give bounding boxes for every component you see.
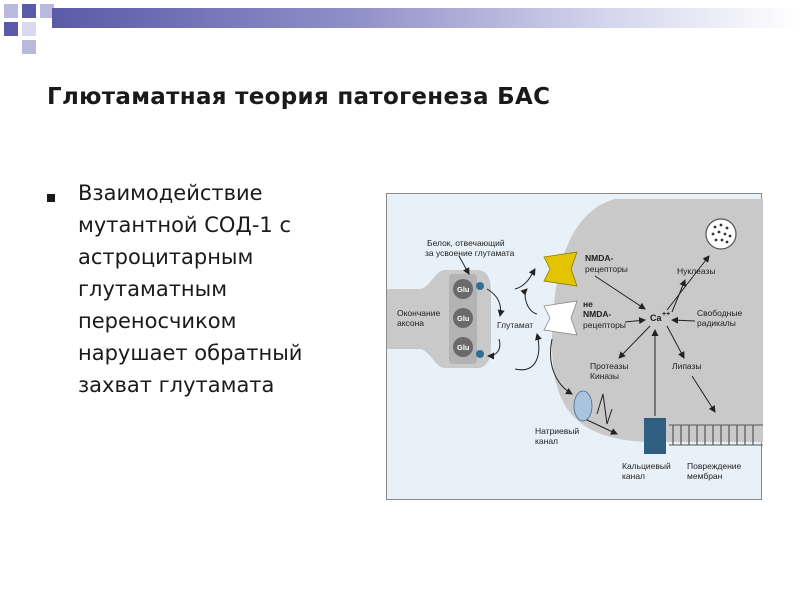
- label-nucleases: Нуклеазы: [677, 266, 716, 276]
- label-calcium-charge: ++: [662, 311, 670, 318]
- decor-square: [22, 22, 36, 36]
- glu-vesicle-label: Glu: [457, 343, 470, 352]
- label-transporter-protein-2: за усвоение глутамата: [425, 248, 515, 258]
- label-sodium-channel-1: Натриевый: [535, 426, 579, 436]
- arrow: [550, 338, 573, 395]
- label-non-nmda-1: не: [583, 299, 593, 309]
- action-potential-spike: [596, 393, 613, 425]
- arrow: [584, 418, 618, 435]
- nucleus-dots: [711, 223, 732, 244]
- arrow: [487, 338, 501, 360]
- label-non-nmda-2: NMDA-: [583, 309, 611, 319]
- arrow: [691, 375, 716, 413]
- non-nmda-receptor: [543, 300, 578, 336]
- label-lipases: Липазы: [672, 361, 702, 371]
- label-calcium-channel-1: Кальциевый: [622, 461, 671, 471]
- label-free-radicals-2: радикалы: [697, 318, 736, 328]
- postsynaptic-cell: [552, 199, 763, 442]
- nucleus: [705, 218, 737, 250]
- label-nmda-2: рецепторы: [585, 264, 628, 274]
- arrow: [486, 288, 505, 317]
- arrow: [458, 255, 470, 275]
- arrow: [666, 255, 710, 311]
- label-transporter-protein-1: Белок, отвечающий: [427, 238, 505, 248]
- arrow: [666, 325, 685, 359]
- label-free-radicals-1: Свободные: [697, 308, 742, 318]
- glutamate-diagram: Glu Glu Glu Белок, отвечающий за усвоени…: [387, 199, 763, 481]
- decor-square: [4, 4, 18, 18]
- label-sodium-channel-2: канал: [535, 436, 558, 446]
- bullet-marker: [47, 194, 55, 202]
- transporter-dot: [476, 282, 484, 290]
- nmda-receptor: [543, 251, 578, 287]
- bullet-text: Взаимодействие мутантной СОД-1 с астроци…: [78, 181, 303, 397]
- diagram-figure: Glu Glu Glu Белок, отвечающий за усвоени…: [386, 193, 763, 500]
- membrane-damage-rungs: [672, 425, 754, 445]
- label-calcium: Ca: [650, 313, 662, 323]
- glu-vesicle: [453, 279, 473, 299]
- label-proteases: Протеазы: [590, 361, 629, 371]
- label-axon-terminal-2: аксона: [397, 318, 424, 328]
- label-non-nmda-3: рецепторы: [583, 320, 626, 330]
- label-nmda-1: NMDA-: [585, 253, 613, 263]
- membrane-damage-ladder: [669, 424, 763, 446]
- label-calcium-channel-2: канал: [622, 471, 645, 481]
- decor-square: [22, 40, 36, 54]
- glu-vesicle: [453, 308, 473, 328]
- arrow: [594, 275, 646, 310]
- sodium-channel: [573, 390, 593, 422]
- arrow: [618, 325, 651, 359]
- label-membrane-damage-1: Повреждение: [687, 461, 742, 471]
- label-kinases: Киназы: [590, 371, 619, 381]
- transporter-dot: [476, 350, 484, 358]
- label-membrane-damage-2: мембран: [687, 471, 723, 481]
- decor-square: [22, 4, 36, 18]
- arrow: [671, 316, 696, 324]
- slide-title: Глютаматная теория патогенеза БАС: [47, 84, 551, 110]
- calcium-channel: [644, 418, 666, 454]
- decor-square: [4, 22, 18, 36]
- decor-square: [40, 4, 54, 18]
- label-axon-terminal-1: Окончание: [397, 308, 440, 318]
- header-gradient-bar: [52, 8, 800, 28]
- glu-vesicle-label: Glu: [457, 314, 470, 323]
- arrow: [624, 317, 646, 325]
- arrow: [671, 279, 686, 313]
- glu-vesicle-label: Glu: [457, 285, 470, 294]
- arrow: [520, 288, 538, 315]
- glu-vesicle: [453, 337, 473, 357]
- label-glutamate: Глутамат: [497, 320, 533, 330]
- arrow: [514, 268, 536, 290]
- arrow: [514, 333, 542, 371]
